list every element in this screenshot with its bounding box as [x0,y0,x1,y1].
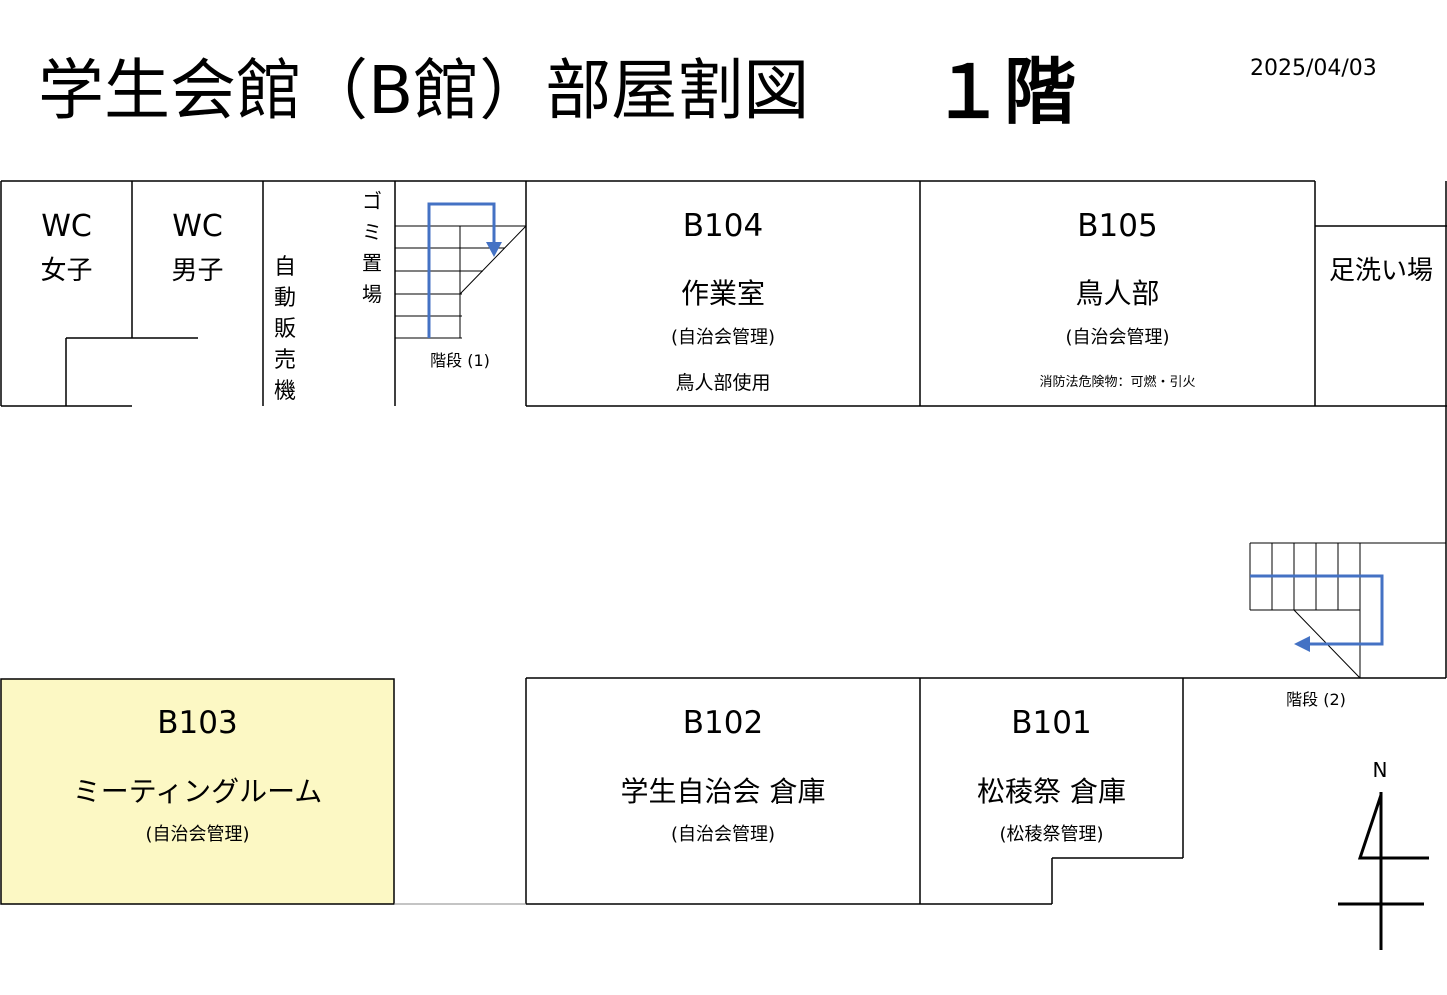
wc-men-label: 男子 [171,256,224,286]
stairs-2-arrow [1250,574,1384,652]
floor-label: １階 [932,50,1077,134]
room-b102-manager: (自治会管理) [670,824,776,845]
room-b105-manager: (自治会管理) [1065,327,1170,348]
date-label: 2025/04/03 [1250,56,1377,81]
wc-women-label: 女子 [40,256,93,286]
room-b105-code: B105 [1077,208,1158,244]
garbage-area-label-char: ゴ [362,189,382,213]
vending-machine-label-char: 動 [273,286,296,311]
vending-machine-label-char: 機 [273,379,296,404]
stairs-2-drawing [1249,542,1446,679]
vending-machine-label-char: 自 [273,255,296,280]
wc-men-code: WC [172,209,223,244]
room-b103-fill [0,678,395,905]
room-b105-name: 鳥人部 [1075,277,1160,310]
room-b101-name: 松稜祭 倉庫 [977,775,1126,808]
compass-north-label: N [1372,758,1388,782]
garbage-area-label: ゴミ置場 [357,186,387,310]
page-title: 学生会館（B館）部屋割図 [38,52,810,129]
room-b101-manager: (松稜祭管理) [999,824,1104,845]
vending-machine-label: 自動販売機 [270,252,300,407]
wc-women-code: WC [41,209,92,244]
vending-machine-label-char: 販 [273,317,296,342]
garbage-area-label-char: 場 [362,282,382,306]
room-b104-manager: (自治会管理) [670,327,776,348]
walls [0,180,1447,905]
garbage-area-label-char: 置 [362,251,382,275]
stairs-1-label: 階段 (1) [430,351,490,370]
room-b103-manager: (自治会管理) [145,824,250,845]
north-arrow-icon [1338,792,1429,950]
stairs-1-drawing [395,225,527,339]
stairs-2-label: 階段 (2) [1286,690,1346,709]
room-b101-code: B101 [1011,705,1092,741]
room-b103-name: ミーティングルーム [72,775,323,808]
garbage-area-label-char: ミ [362,220,382,244]
room-b103-code: B103 [157,705,238,741]
room-b104-note: 鳥人部使用 [675,372,771,394]
stairs-1-arrow [427,202,502,338]
vending-machine-label-char: 売 [273,348,296,373]
room-b104-name: 作業室 [680,277,765,310]
room-b105-note: 消防法危険物：可燃・引火 [1039,375,1196,390]
foot-wash-label: 足洗い場 [1328,256,1433,286]
room-b104-code: B104 [682,208,764,244]
room-b102-name: 学生自治会 倉庫 [620,775,826,808]
room-b102-code: B102 [682,705,764,741]
